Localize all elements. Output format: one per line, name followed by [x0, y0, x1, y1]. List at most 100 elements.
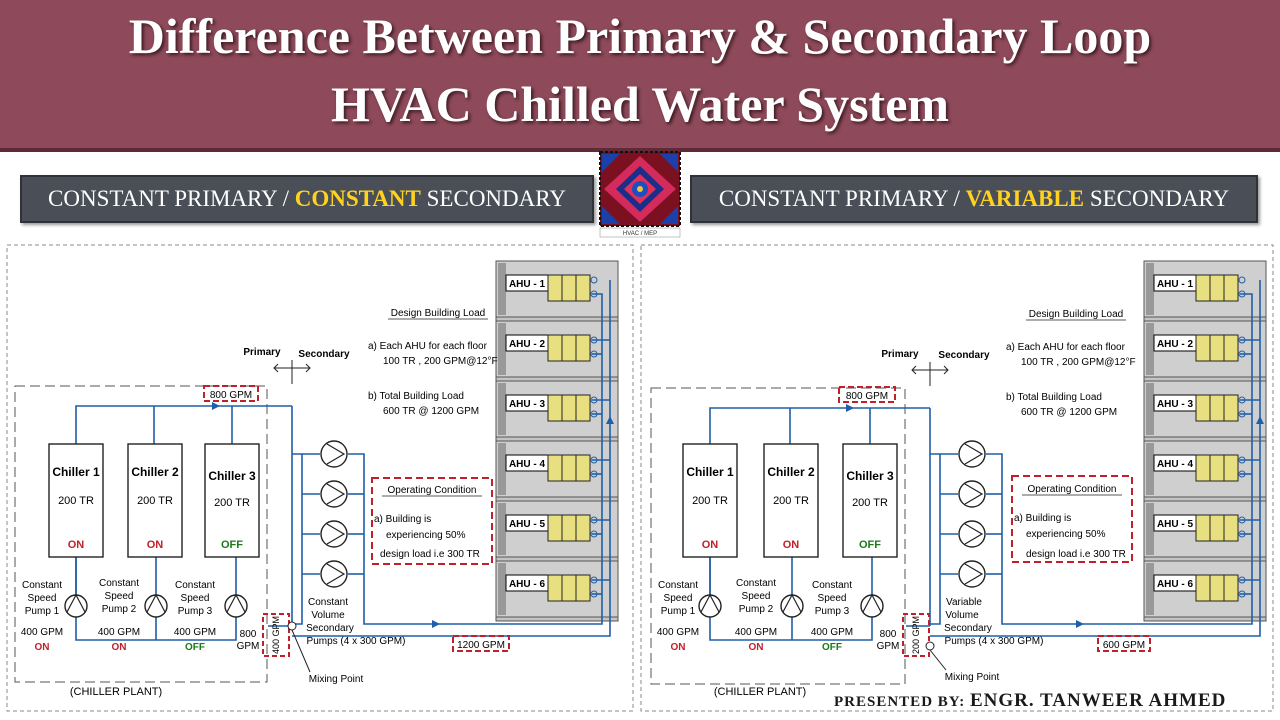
operating-condition-box [371, 477, 493, 565]
secondary-label: Secondary [938, 350, 990, 361]
secondary-pump [958, 480, 986, 508]
flow-label-return: 800 [880, 629, 897, 640]
chiller-name: Chiller 2 [131, 465, 179, 479]
pump-icon [320, 560, 348, 588]
operating-condition-text: experiencing 50% [1026, 529, 1106, 540]
primary-label: Primary [243, 347, 281, 358]
flow-label-bottom: 1200 GPM [457, 640, 505, 651]
ahu-label: AHU - 4 [1157, 459, 1194, 470]
chiller-status: OFF [859, 539, 881, 551]
ahu-label: AHU - 4 [509, 459, 546, 470]
ahu-label: AHU - 3 [1157, 399, 1194, 410]
primary-pump-2: Constant Speed Pump 2 400 GPM ON [98, 578, 168, 653]
pump-label: Speed [181, 593, 210, 604]
secondary-label: Secondary [298, 349, 350, 360]
primary-pump-3: Constant Speed Pump 3 400 GPM OFF [174, 580, 248, 653]
chiller-capacity: 200 TR [58, 495, 94, 507]
operating-condition-text: experiencing 50% [386, 530, 466, 541]
ahu-unit: AHU - 5 [1143, 500, 1267, 558]
pump-label: Constant [175, 580, 215, 591]
pump-status: OFF [185, 642, 205, 653]
secondary-pump-label: Constant [308, 597, 348, 608]
ahu-unit: AHU - 4 [495, 440, 619, 498]
chiller-plant-label: (CHILLER PLANT) [70, 686, 162, 698]
pump-status: ON [112, 642, 127, 653]
ahu-unit: AHU - 5 [495, 500, 619, 558]
bypass-callout [262, 613, 290, 657]
chiller-status: ON [702, 539, 719, 551]
ahu-unit: AHU - 1 [495, 260, 619, 318]
design-load-text: a) Each AHU for each floor [1006, 342, 1126, 353]
operating-condition-text: a) Building is [1014, 513, 1071, 524]
ahu-label: AHU - 5 [509, 519, 546, 530]
ahu-label: AHU - 2 [509, 339, 546, 350]
ahu-label: AHU - 1 [1157, 279, 1194, 290]
flow-label-top: 800 GPM [846, 391, 888, 402]
pump-label: Pump 3 [178, 606, 213, 617]
chiller-name: Chiller 3 [208, 469, 256, 483]
design-load-text: 600 TR @ 1200 GPM [383, 406, 479, 417]
ornament-logo-icon: HVAC / MEP [598, 150, 682, 238]
flow-callout [203, 385, 259, 402]
primary-pump-1: Constant Speed Pump 1 400 GPM ON [21, 580, 88, 653]
secondary-pump [958, 440, 986, 468]
pump-status: OFF [822, 642, 842, 653]
design-load-text: a) Each AHU for each floor [368, 341, 488, 352]
ahu-unit: AHU - 3 [1143, 380, 1267, 438]
ahu-unit: AHU - 3 [495, 380, 619, 438]
pump-flow: 400 GPM [174, 627, 216, 638]
operating-condition-text: a) Building is [374, 514, 431, 525]
loop-divider [273, 360, 311, 384]
primary-pump-3: Constant Speed Pump 3 400 GPM OFF [811, 580, 884, 653]
pump-icon [224, 594, 248, 618]
chiller-name: Chiller 1 [686, 465, 734, 479]
chiller-capacity: 200 TR [773, 495, 809, 507]
pump-flow: 400 GPM [811, 627, 853, 638]
flow-label-bypass: 400 GPM [271, 616, 281, 654]
chiller-2: Chiller 2 200 TR ON [127, 443, 183, 558]
design-load-text: b) Total Building Load [1006, 392, 1102, 403]
pump-label: Constant [22, 580, 62, 591]
operating-condition-text: design load i.e 300 TR [380, 549, 480, 560]
pump-label: Pump 2 [102, 604, 137, 615]
chiller-plant-label: (CHILLER PLANT) [714, 686, 806, 698]
secondary-pumps: Variable Volume Secondary Pumps (4 x 300… [944, 440, 1043, 647]
ahu-label: AHU - 3 [509, 399, 546, 410]
diagram-right: AHU - 1 AHU - 2 AHU - 3 [640, 244, 1274, 712]
left-system-heading: CONSTANT PRIMARY / CONSTANT SECONDARY [20, 175, 594, 223]
right-system-heading: CONSTANT PRIMARY / VARIABLE SECONDARY [690, 175, 1258, 223]
pump-flow: 400 GPM [21, 627, 63, 638]
operating-condition-title: Operating Condition [1028, 484, 1117, 495]
pump-label: Pump 1 [661, 606, 696, 617]
chiller-3: Chiller 3 200 TR OFF [842, 443, 898, 558]
chiller-name: Chiller 2 [767, 465, 815, 479]
chiller-plant-boundary [14, 385, 268, 683]
operating-condition-text: design load i.e 300 TR [1026, 549, 1126, 560]
flow-label-return-unit: GPM [877, 641, 900, 652]
pump-icon [780, 594, 804, 618]
chiller-3: Chiller 3 200 TR OFF [204, 443, 260, 558]
pump-label: Constant [99, 578, 139, 589]
pump-icon [958, 560, 986, 588]
pump-label: Speed [818, 593, 847, 604]
ahu-label: AHU - 6 [1157, 579, 1194, 590]
pump-icon [144, 594, 168, 618]
chiller-capacity: 200 TR [852, 497, 888, 509]
pump-icon [698, 594, 722, 618]
chilled-water-piping [75, 280, 611, 641]
ahu-unit: AHU - 6 [495, 560, 619, 618]
design-load-text: b) Total Building Load [368, 391, 464, 402]
flow-label-return-unit: GPM [237, 641, 260, 652]
flow-arrows [212, 402, 614, 628]
left-heading-part-a: CONSTANT PRIMARY / [48, 186, 295, 211]
secondary-pump-label: Secondary [944, 623, 992, 634]
secondary-pump [320, 560, 348, 588]
pump-flow: 400 GPM [735, 627, 777, 638]
pump-flow: 400 GPM [98, 627, 140, 638]
ahu-unit: AHU - 4 [1143, 440, 1267, 498]
chiller-capacity: 200 TR [692, 495, 728, 507]
pump-icon [958, 480, 986, 508]
flow-label-bottom: 600 GPM [1103, 640, 1145, 651]
secondary-pump [320, 520, 348, 548]
flow-callout [1097, 635, 1151, 652]
